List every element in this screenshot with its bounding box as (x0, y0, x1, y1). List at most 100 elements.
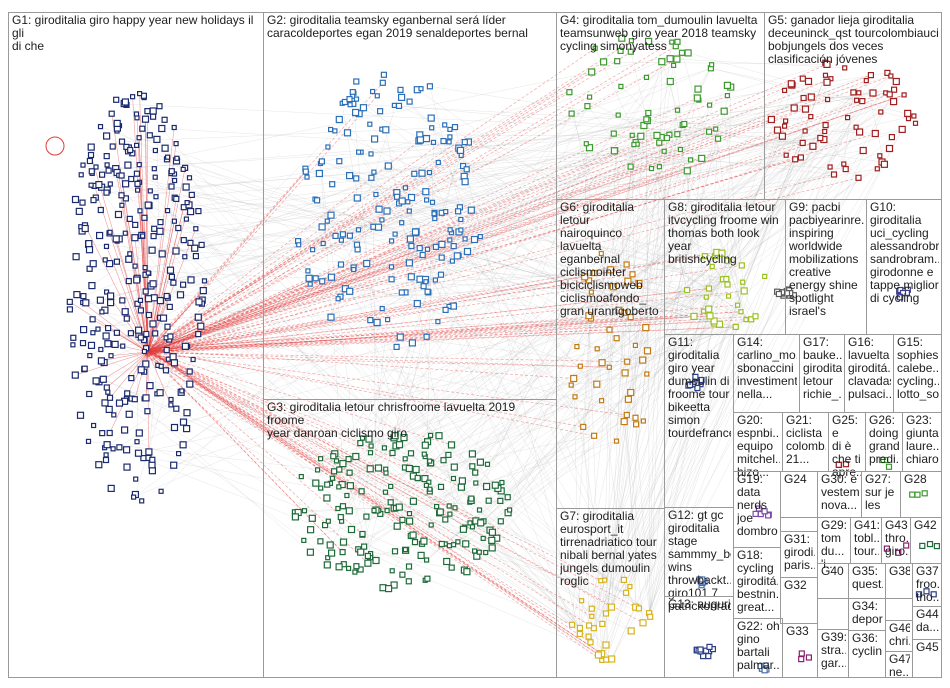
node-g2 (314, 197, 321, 204)
node-g4 (568, 110, 575, 117)
edge (441, 124, 683, 245)
node-g1 (116, 444, 123, 451)
node-g8 (718, 249, 726, 257)
edge (146, 82, 384, 351)
node-g5 (823, 60, 831, 69)
node-g4 (698, 154, 706, 162)
edge (670, 81, 711, 316)
node-g2 (435, 319, 441, 325)
edge (367, 148, 460, 557)
node-g2 (352, 108, 360, 117)
node-g1 (163, 346, 170, 354)
node-g3 (462, 540, 470, 548)
node-g2 (336, 158, 343, 165)
node-g5 (853, 124, 859, 130)
node-g1 (106, 299, 115, 307)
edge (135, 362, 175, 495)
node-small-group (756, 599, 762, 605)
edge (146, 139, 421, 353)
edge (574, 396, 605, 581)
node-g1 (167, 333, 174, 340)
node-g6 (624, 395, 633, 403)
edge (593, 124, 826, 436)
node-g2 (442, 306, 449, 313)
node-g3 (488, 528, 496, 536)
edge (611, 297, 707, 608)
node-g3 (318, 485, 324, 491)
node-g3 (424, 575, 431, 582)
node-g1 (183, 409, 191, 417)
node-g1 (95, 181, 103, 189)
edge (646, 119, 648, 351)
node-g3 (335, 563, 343, 571)
node-g1 (88, 168, 95, 175)
edge (646, 319, 747, 375)
node-g1 (80, 162, 86, 168)
node-g4 (687, 157, 694, 163)
node-g1 (142, 394, 150, 402)
node-g7 (622, 589, 630, 596)
edge (321, 161, 614, 287)
edge (588, 315, 602, 661)
node-small-group (764, 512, 772, 519)
node-g1 (102, 332, 110, 340)
node-g8 (740, 287, 748, 295)
edge (127, 393, 311, 553)
edge (626, 264, 727, 280)
group-label-g42: G42 (914, 519, 937, 532)
node-g2 (438, 240, 446, 248)
node-g3 (428, 432, 434, 438)
edge (630, 166, 724, 280)
edge (626, 414, 636, 608)
node-g3 (383, 470, 389, 476)
node-g8 (732, 323, 739, 330)
node-g1 (152, 330, 159, 337)
group-label-g6: G6: giroditalia letour nairoquinco lavue… (560, 201, 659, 318)
node-g4 (661, 148, 667, 154)
node-g3 (507, 507, 513, 513)
edge (173, 74, 871, 283)
edge (198, 315, 711, 335)
edge (309, 166, 660, 279)
edge (149, 64, 828, 355)
node-g4 (673, 55, 681, 63)
node-g3 (339, 460, 347, 468)
group-label-g16: G16: lavuelta giroditá... clavadas pulsa… (848, 336, 891, 401)
node-g5 (859, 97, 866, 105)
node-g3 (352, 452, 360, 461)
node-g5 (912, 120, 919, 126)
edge (399, 279, 436, 445)
node-small-group (760, 450, 766, 456)
node-small-group (759, 457, 764, 463)
node-g2 (355, 227, 362, 233)
node-g6 (613, 335, 620, 342)
edge (149, 350, 601, 582)
edge (658, 68, 712, 143)
node-g5 (808, 113, 814, 120)
edge (141, 235, 426, 479)
edge (479, 551, 603, 625)
node-g2 (446, 139, 452, 145)
node-g1 (151, 225, 158, 232)
edge (69, 52, 683, 303)
node-g6 (620, 418, 628, 426)
edge (144, 80, 867, 355)
edge (154, 228, 453, 262)
node-g1 (131, 494, 137, 500)
node-g1 (121, 98, 130, 106)
node-g6 (642, 324, 650, 332)
edge (98, 184, 742, 266)
node-g2 (384, 162, 392, 170)
edge (148, 128, 716, 356)
node-g2 (407, 193, 416, 202)
edge (330, 129, 752, 320)
node-g7 (585, 622, 593, 629)
edge (147, 351, 497, 539)
node-g4 (588, 68, 596, 76)
edge (396, 196, 584, 428)
group-panel-g46: G46: chri... (885, 620, 913, 652)
edge (147, 108, 806, 357)
edge (429, 460, 472, 499)
edge (114, 344, 607, 614)
group-panel-g22: G22: oh gino bartali palmar... (733, 618, 783, 678)
